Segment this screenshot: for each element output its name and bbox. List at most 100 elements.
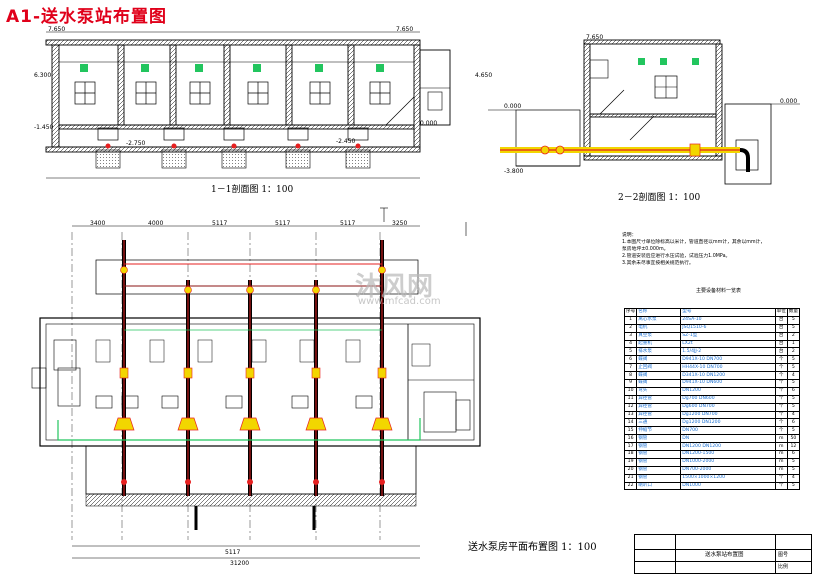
notes-block: 说明： 1.本图尺寸单位除标高以米计，管道直径以mm计，其余以mm计， 泵房地坪…: [622, 232, 765, 267]
table-cell: 个: [774, 355, 788, 365]
caption-section-2-2: 2－2剖面图 1：100: [618, 193, 701, 203]
table-cell: 7: [623, 363, 638, 373]
title-block-label-1: 图号: [778, 552, 789, 558]
elev-1b: 7.650: [396, 26, 414, 33]
section-1-1: [45, 31, 451, 169]
table-cell: 22: [623, 481, 638, 491]
table-cell: 钢管: [636, 450, 682, 459]
table-cell: 1: [623, 315, 638, 325]
table-cell: 14: [623, 418, 638, 428]
title-block: 送水泵站布置图 图号 比例: [634, 534, 812, 574]
elev-2: 6.300: [34, 72, 52, 79]
notes-line-2: 泵房地坪±0.000m。: [622, 247, 669, 252]
table-cell: 5: [786, 315, 801, 325]
table-cell: 钢管: [636, 457, 682, 467]
section-1-1-red-valves: [105, 143, 361, 149]
table-cell: 12: [786, 442, 801, 452]
table-cell: 钢管: [636, 465, 682, 475]
table-cell: 个: [774, 410, 788, 420]
table-cell: D941X-10 DN700: [680, 355, 776, 365]
table-cell: 个: [774, 473, 788, 483]
table-cell: 台: [774, 339, 788, 349]
table-cell: m: [774, 457, 788, 467]
table-cell: 4: [786, 473, 801, 483]
table-cell: Dg1200 DN700: [680, 410, 776, 420]
elev-2-2-left: 0.000: [504, 103, 522, 110]
table-cell: 20: [623, 465, 638, 475]
table-cell: 15: [623, 426, 638, 436]
section-2-2-pipes: [500, 143, 750, 172]
section-2-2: [488, 39, 800, 185]
table-cell: 个: [774, 363, 788, 373]
table-cell: DN1000: [680, 481, 776, 491]
table-cell: 2: [786, 347, 801, 357]
table-cell: 3: [623, 331, 638, 341]
elev-6: -2.450: [336, 138, 356, 145]
watermark-url: www.mfcad.com: [358, 296, 441, 307]
elev-1: 7.650: [48, 26, 66, 33]
table-cell: 18: [623, 450, 638, 459]
table-cell: 5: [786, 426, 801, 436]
table-cell: 5: [786, 363, 801, 373]
dim-total-width: 31200: [230, 560, 250, 567]
table-cell: Dg700 DN600: [680, 394, 776, 404]
header-cell: 序号: [623, 308, 638, 317]
caption-section-1-1: 1－1剖面图 1：100: [211, 185, 294, 195]
table-cell: 真空泵: [636, 331, 682, 341]
table-cell: 12: [623, 402, 638, 412]
table-cell: DN1200-1500: [680, 450, 776, 459]
table-cell: 个: [774, 418, 788, 428]
table-cell: DN: [680, 434, 776, 444]
table-cell: 弯头: [636, 386, 682, 396]
section-2-2-green-markers: [638, 58, 699, 65]
elev-2-2-right: 0.000: [780, 98, 798, 105]
elev-7: -2.750: [126, 140, 146, 147]
dim-bay-4: 5117: [340, 220, 356, 227]
table-cell: 6: [786, 450, 801, 459]
table-cell: 起重机: [636, 339, 682, 349]
table-cell: 钢管: [636, 442, 682, 452]
table-cell: 止回阀: [636, 363, 682, 373]
header-cell: 数量: [786, 308, 801, 317]
table-cell: 1.5/4JJ-2: [680, 347, 776, 357]
notes-heading: 说明：: [622, 233, 637, 238]
table-cell: 5: [786, 323, 801, 333]
table-cell: D941X-10 DN600: [680, 379, 776, 388]
dim-right-end: 3250: [392, 220, 408, 227]
table-cell: SZ-1型: [680, 331, 776, 341]
table-cell: 5: [786, 394, 801, 404]
table-cell: Dg1200 DN1200: [680, 418, 776, 428]
elev-8: -3.800: [504, 168, 524, 175]
table-cell: 喇叭口: [636, 481, 682, 491]
dim-bay-2: 5117: [212, 220, 228, 227]
table-cell: 个: [774, 379, 788, 388]
plan-pipes: [57, 240, 421, 530]
table-cell: 5: [786, 481, 801, 491]
table-cell: 个: [774, 481, 788, 491]
table-cell: 4: [786, 371, 801, 381]
table-cell: 异径管: [636, 410, 682, 420]
table-cell: DN1200: [680, 386, 776, 396]
notes-line-3: 2.管道安装后应进行水压试验，试验压力1.0MPa。: [622, 254, 731, 259]
table-cell: Dg600 DN700: [680, 402, 776, 412]
section-1-1-green-markers: [80, 64, 384, 72]
table-cell: 50: [786, 434, 801, 444]
dim-bay-3: 5117: [275, 220, 291, 227]
table-cell: 10: [623, 386, 638, 396]
table-cell: 电机: [636, 323, 682, 333]
table-cell: 17: [623, 442, 638, 452]
